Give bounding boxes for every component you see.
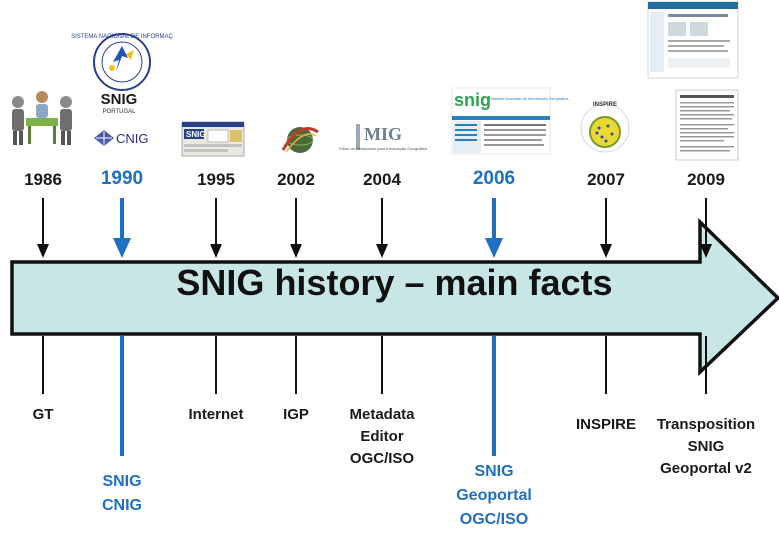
arrowhead-2007 — [600, 244, 612, 258]
mig-logo — [354, 120, 410, 158]
inspire-logo — [580, 103, 630, 153]
event-label-2002: IGP — [283, 406, 309, 423]
arrowhead-2002 — [290, 244, 302, 258]
year-1986: 1986 — [24, 170, 62, 189]
mig-title: MIG — [364, 124, 402, 144]
event-label-1995: Internet — [188, 406, 244, 423]
snig-portugal-text: PORTUGAL — [103, 109, 137, 115]
cnig-wordmark: CNIG — [116, 131, 149, 146]
timeline-ticks — [37, 198, 712, 456]
legal-document-image — [675, 89, 739, 161]
cnig-logo — [94, 130, 114, 146]
year-2002: 2002 — [277, 170, 315, 189]
igp-globe-icon — [281, 127, 319, 153]
snig-1990-wordmark: SNIG — [101, 91, 138, 108]
snig-2006-subtitle: Sistema Nacional de Informação Geográfic… — [490, 96, 569, 101]
arrowhead-1986 — [37, 244, 49, 258]
year-2006: 2006 — [472, 168, 516, 189]
year-2004: 2004 — [363, 170, 401, 189]
seal-ring-text: SISTEMA NACIONAL DE INFORMAÇ — [71, 34, 173, 40]
year-1995: 1995 — [197, 170, 235, 189]
arrowhead-1990 — [113, 238, 131, 258]
arrowhead-2009 — [700, 244, 712, 258]
arrowhead-1995 — [210, 244, 222, 258]
year-2009: 2009 — [687, 170, 725, 189]
people-meeting-icon — [12, 91, 72, 145]
snig-1995-website-image — [181, 121, 245, 157]
event-label-2007: INSPIRE — [575, 416, 636, 433]
snig-seal-logo — [93, 33, 151, 91]
diagram-title: SNIG history – main facts — [176, 262, 613, 303]
mig-subtitle: Editor de Metadados para Informação Geog… — [339, 146, 428, 151]
year-2007: 2007 — [587, 170, 625, 189]
arrowhead-2004 — [376, 244, 388, 258]
snig-2006-website-image — [451, 87, 551, 155]
event-label-1986: GT — [32, 406, 54, 423]
geoportal-v2-website-image — [647, 1, 739, 79]
year-1990: 1990 — [100, 168, 144, 189]
inspire-wordmark: INSPIRE — [593, 102, 617, 108]
arrowhead-2006 — [485, 238, 503, 258]
snig-2006-wordmark: snig — [454, 90, 491, 110]
timeline-arrow — [10, 217, 779, 377]
snig-1995-wordmark: SNIG — [186, 130, 206, 139]
